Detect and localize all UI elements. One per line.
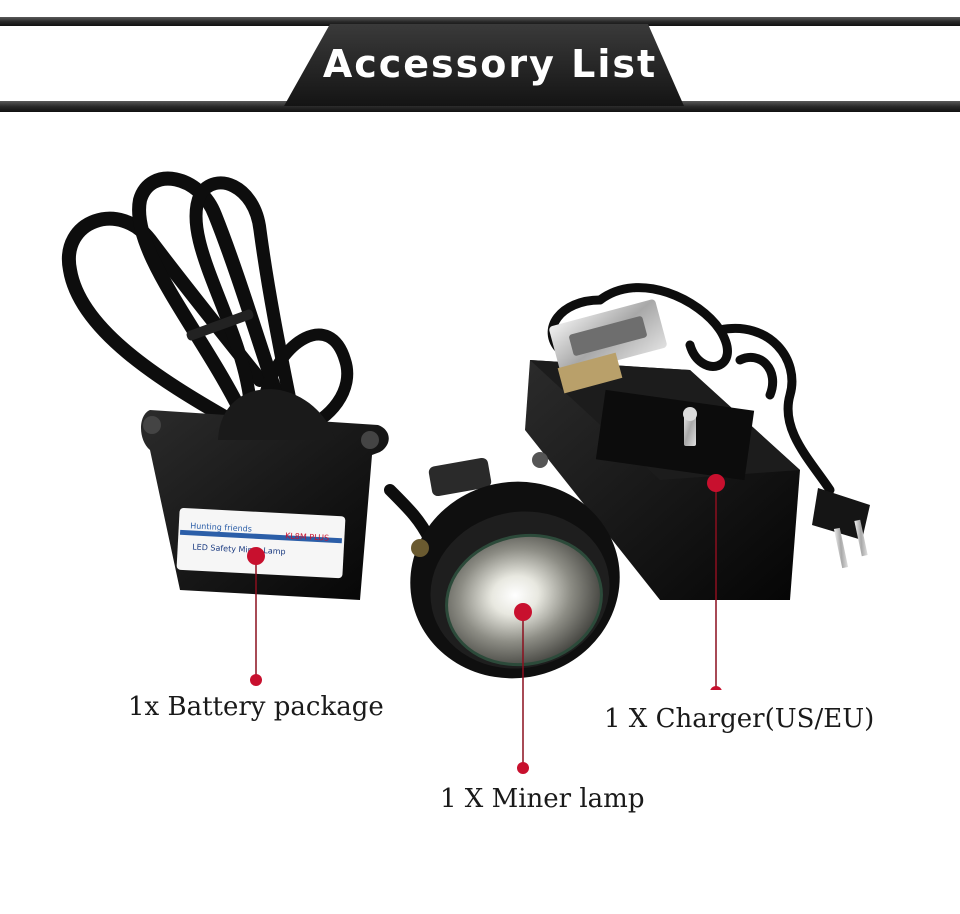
screw-icon xyxy=(361,431,379,449)
marker-charger-bottom xyxy=(710,686,722,690)
lamp-lens xyxy=(446,535,602,665)
marker-charger-top xyxy=(707,474,725,492)
battery-package: Hunting friends KL8M PLUS LED Safety Min… xyxy=(141,389,389,600)
product-photo: Hunting friends KL8M PLUS LED Safety Min… xyxy=(61,171,870,690)
header-tab xyxy=(284,24,684,106)
label-battery-package: 1x Battery package xyxy=(128,692,384,722)
marker-lamp-top xyxy=(514,603,532,621)
label-miner-lamp: 1 X Miner lamp xyxy=(440,784,645,814)
page-title: Accessory List xyxy=(322,42,658,86)
header-banner xyxy=(0,17,960,112)
charger xyxy=(525,299,800,600)
marker-lamp-bottom xyxy=(517,762,529,774)
marker-battery-bottom xyxy=(250,674,262,686)
header-top-bar xyxy=(0,17,960,26)
screw-icon xyxy=(143,416,161,434)
sticker-brand: Hunting friends xyxy=(190,521,252,533)
header-bottom-bar xyxy=(0,101,960,112)
cable-tie-icon xyxy=(186,309,254,341)
miner-lamp xyxy=(410,452,620,679)
plug-icon xyxy=(812,488,870,569)
label-charger: 1 X Charger(US/EU) xyxy=(604,704,875,734)
callouts xyxy=(247,474,725,690)
switch-knob-icon xyxy=(411,539,429,557)
battery-sticker xyxy=(176,507,346,579)
marker-battery-top xyxy=(247,547,265,565)
screw-icon xyxy=(532,452,548,468)
charger-clip-icon xyxy=(549,299,667,394)
sticker-model: KL8M PLUS xyxy=(285,531,329,542)
